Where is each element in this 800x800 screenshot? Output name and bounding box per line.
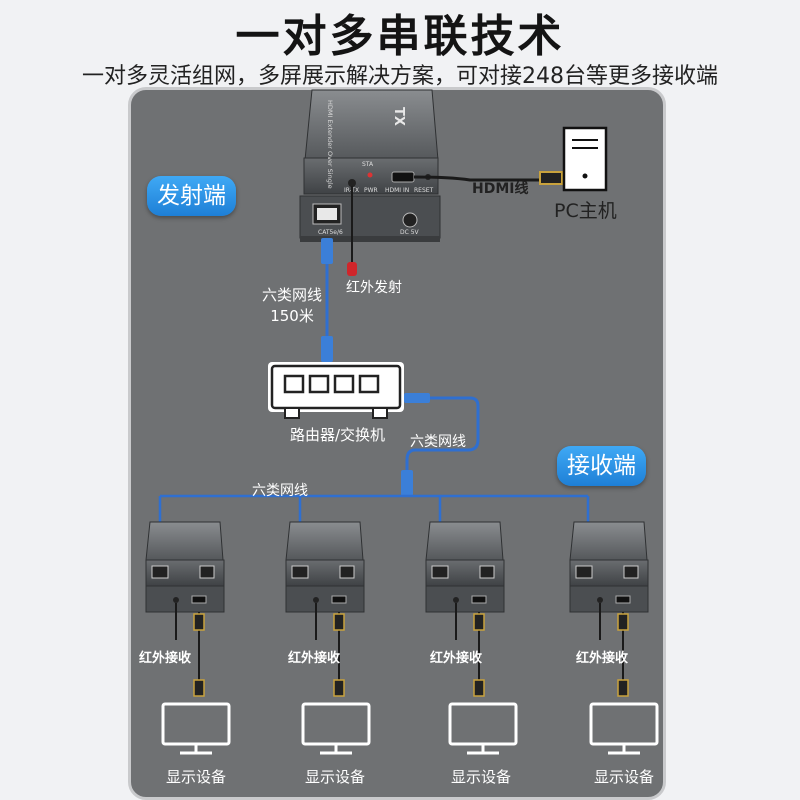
display-label: 显示设备: [451, 768, 512, 786]
receiver-1: [145, 521, 225, 613]
hdmi-cable-label: HDMI线: [472, 181, 529, 197]
port-label-cat: CAT5e/6: [318, 229, 343, 236]
ir-receive-label: 红外接收: [430, 651, 483, 666]
display-label: 显示设备: [166, 768, 227, 786]
cat6-label-line1: 六类网线: [262, 286, 323, 304]
tx-brand-text: TX: [391, 107, 406, 126]
pc-label: PC主机: [554, 200, 617, 222]
receiver-2: [285, 521, 365, 613]
tx-top-text: HDMI Extender Over Single: [326, 100, 334, 189]
transmitter-badge: 发射端: [147, 176, 236, 216]
cat6-cable-switch: [401, 393, 480, 496]
dc-port: [402, 212, 418, 228]
cat6-cable-tx: [321, 238, 333, 362]
receiver-badge: 接收端: [557, 446, 646, 486]
hdmi-cable: [413, 171, 563, 185]
ir-tx-port: [348, 179, 356, 187]
ir-receive-label: 红外接收: [288, 651, 341, 666]
display-label: 显示设备: [305, 768, 366, 786]
switch-label: 路由器/交换机: [290, 426, 386, 444]
port-label-pwr: PWR: [364, 187, 378, 194]
cat6-length-label: 六类网线 150米: [262, 284, 322, 326]
page-title: 一对多串联技术: [235, 11, 565, 62]
ir-transmit-cable: [347, 186, 357, 276]
receiver-3: [425, 521, 505, 613]
hdmi-in-port: [391, 171, 415, 183]
cat6-label-line2: 150米: [270, 307, 314, 325]
receiver-4: [569, 521, 649, 613]
hdmi-plugs: [193, 613, 629, 697]
port-label-sta: STA: [362, 161, 374, 168]
ir-receive-label: 红外接收: [576, 651, 629, 666]
ir-receive-label: 红外接收: [139, 651, 192, 666]
cat6-switch-label: 六类网线: [410, 434, 466, 450]
port-label-dc: DC 5V: [400, 229, 420, 236]
port-label-hdmi: HDMI IN: [385, 187, 409, 194]
ir-transmit-label: 红外发射: [346, 280, 402, 296]
transmitter-device: TX HDMI Extender Over Single STA IR-TX P…: [299, 89, 441, 242]
pc-icon: [562, 126, 608, 192]
display-icons: [161, 702, 659, 755]
port-label-reset: RESET: [414, 187, 434, 194]
display-label: 显示设备: [594, 768, 655, 786]
page-subtitle: 一对多灵活组网，多屏展示解决方案，可对接248台等更多接收端: [82, 64, 718, 89]
status-led: [367, 172, 373, 178]
cat6-bus-label: 六类网线: [252, 483, 308, 499]
receiver-cables: [175, 603, 624, 690]
switch-device: [268, 362, 404, 419]
